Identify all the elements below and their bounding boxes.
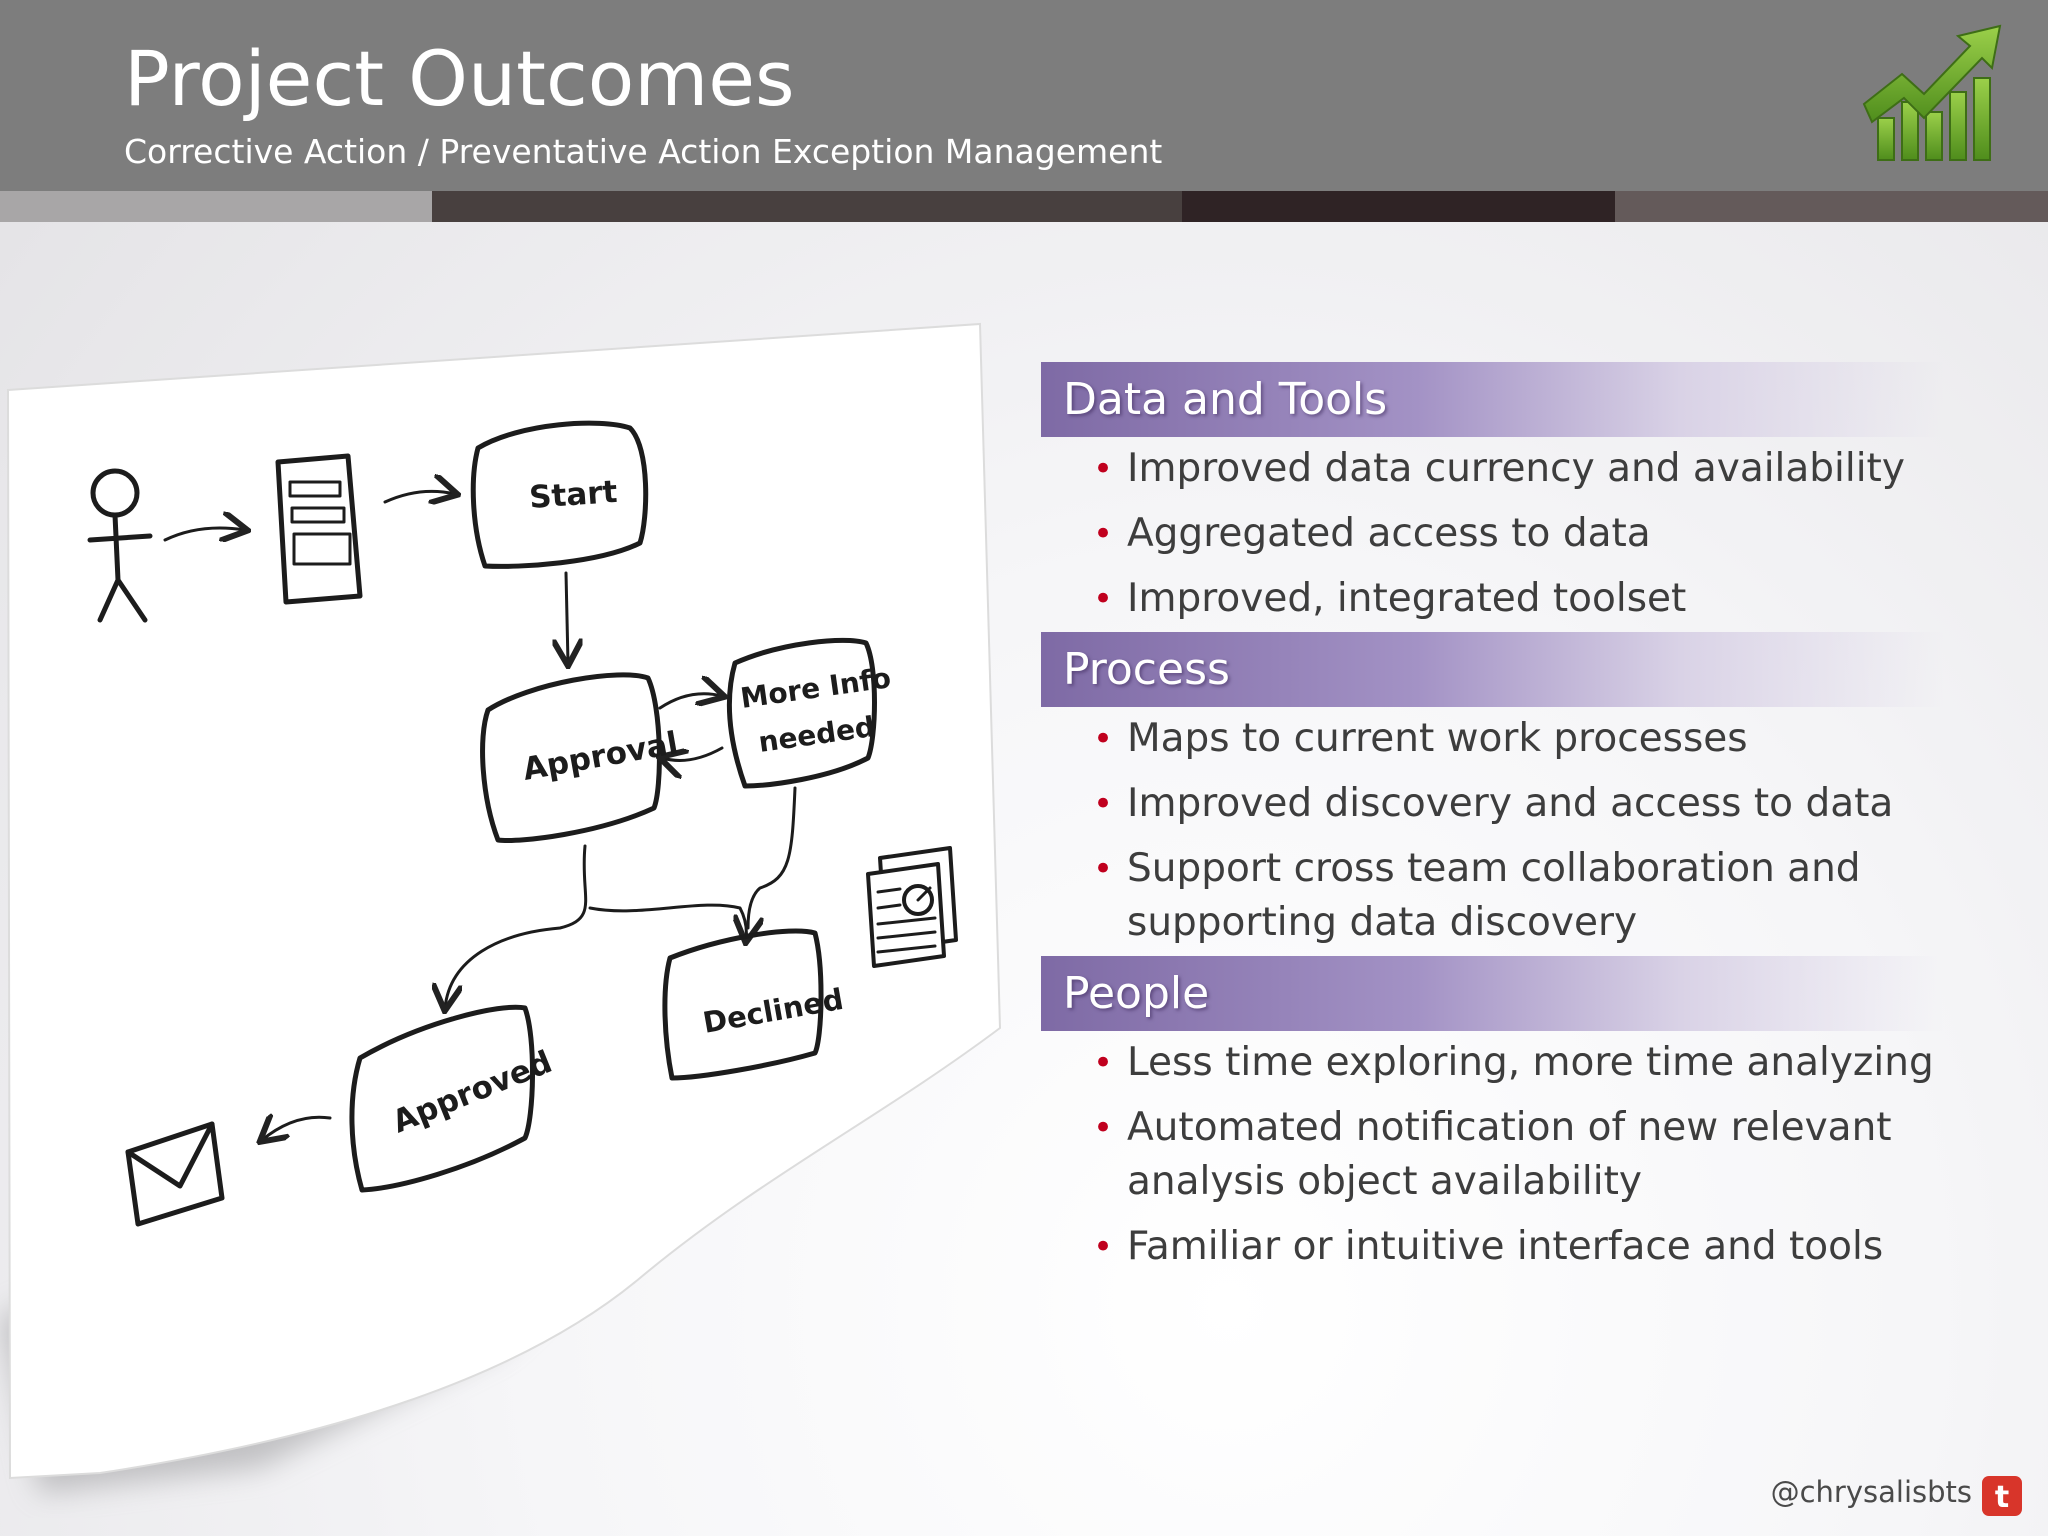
- form-icon: [275, 453, 363, 605]
- tumblr-icon[interactable]: t: [1982, 1476, 2022, 1516]
- section-data-and-tools: Data and Tools Improved data currency an…: [1041, 362, 1981, 632]
- bullet-list: Improved data currency and availability …: [1041, 437, 1981, 632]
- envelope-icon: [125, 1121, 225, 1227]
- bullet-item: Support cross team collaboration and sup…: [1093, 837, 1981, 956]
- section-heading: Data and Tools: [1041, 362, 1981, 437]
- page-subtitle: Corrective Action / Preventative Action …: [124, 132, 1163, 171]
- header-bar: Project Outcomes Corrective Action / Pre…: [0, 0, 2048, 191]
- bullet-list: Maps to current work processes Improved …: [1041, 707, 1981, 956]
- bullet-item: Automated notification of new relevant a…: [1093, 1096, 1981, 1215]
- bullet-item: Improved data currency and availability: [1093, 437, 1981, 502]
- stick-figure-icon: [87, 468, 153, 623]
- header-stripe: [0, 191, 2048, 222]
- section-people: People Less time exploring, more time an…: [1041, 956, 1981, 1280]
- document-chart-icon: [866, 846, 958, 968]
- bullet-item: Aggregated access to data: [1093, 502, 1981, 567]
- node-start-label: Start: [528, 474, 619, 516]
- social-handle[interactable]: @chrysalisbts: [1770, 1475, 1972, 1509]
- bullet-item: Improved, integrated toolset: [1093, 567, 1981, 632]
- workflow-sketch-paper: Start Approval More Info needed Declined…: [0, 322, 1002, 1493]
- bullet-item: Familiar or intuitive interface and tool…: [1093, 1215, 1981, 1280]
- tumblr-letter: t: [1995, 1480, 2009, 1515]
- section-process: Process Maps to current work processes I…: [1041, 632, 1981, 956]
- growth-chart-arrow-icon: [1862, 24, 2002, 161]
- bullet-item: Maps to current work processes: [1093, 707, 1981, 772]
- section-heading: People: [1041, 956, 1981, 1031]
- bullet-list: Less time exploring, more time analyzing…: [1041, 1031, 1981, 1280]
- outcomes-content: Data and Tools Improved data currency an…: [1041, 362, 1981, 1280]
- bullet-item: Improved discovery and access to data: [1093, 772, 1981, 837]
- page-title: Project Outcomes: [124, 34, 795, 123]
- bullet-item: Less time exploring, more time analyzing: [1093, 1031, 1981, 1096]
- section-heading: Process: [1041, 632, 1981, 707]
